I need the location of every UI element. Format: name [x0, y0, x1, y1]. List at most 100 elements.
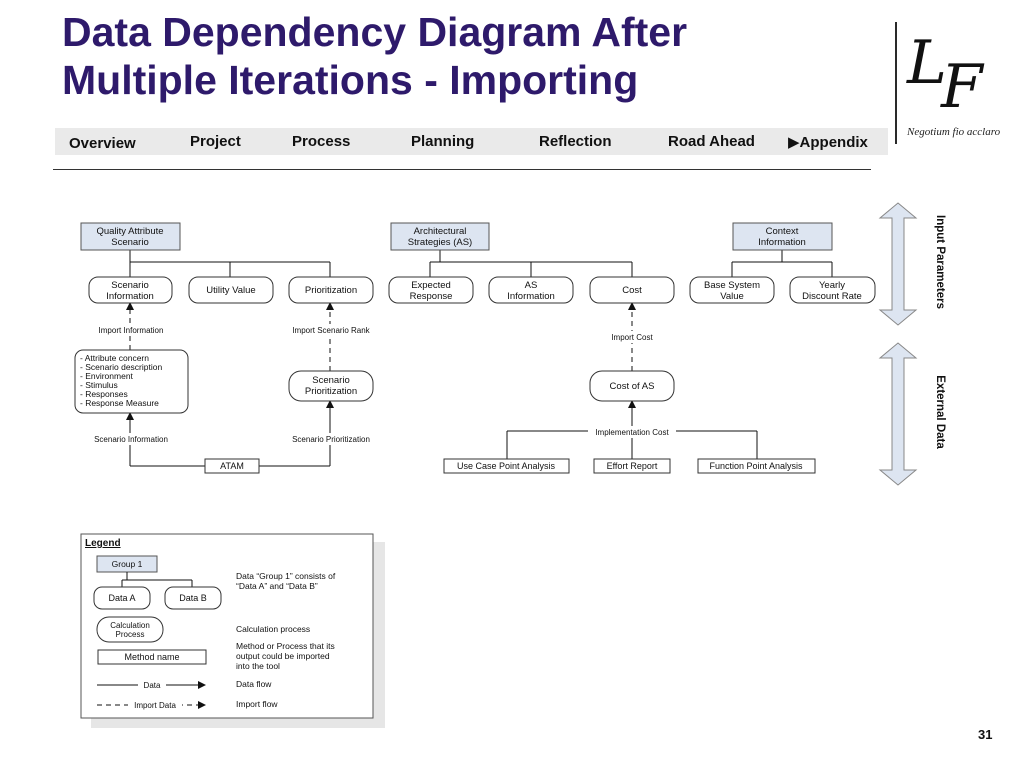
method-box	[697, 458, 816, 474]
side-label-external-data: External Data	[934, 375, 946, 449]
legend: Legend Group 1 Data A Data B Data “Group…	[80, 533, 385, 728]
group-label-line: Context	[766, 226, 799, 237]
method-function-point-analysis: Function Point Analysis	[697, 458, 816, 474]
process-label-line: Scenario	[312, 375, 350, 386]
nav-item-process[interactable]: Process	[292, 133, 351, 150]
input-parameters-double-arrow	[878, 202, 918, 326]
data-base-system-value: Base System Value	[689, 276, 775, 304]
label-background	[283, 324, 379, 336]
legend-method-box	[97, 649, 207, 665]
data-label-line: AS	[525, 280, 538, 291]
nav-item-overview[interactable]: Overview	[69, 135, 136, 152]
method-box	[204, 458, 260, 474]
label-background	[138, 679, 166, 690]
legend-data-b-box	[164, 586, 222, 610]
attribute-list-box: - Attribute concern - Scenario descripti…	[74, 349, 189, 414]
legend-calc-process-label-line: Calculation	[110, 621, 150, 630]
process-box	[589, 370, 675, 402]
attribute-list-item: - Scenario description	[80, 362, 162, 372]
data-label-line: Discount Rate	[802, 291, 862, 302]
data-label-line: Prioritization	[305, 285, 357, 296]
slide-title-line-1: Data Dependency Diagram After	[62, 9, 688, 55]
legend-group-description-line: “Data A” and “Data B”	[236, 581, 318, 591]
group-label-line: Scenario	[111, 237, 149, 248]
method-label: ATAM	[220, 461, 244, 471]
nav-item-reflection[interactable]: Reflection	[539, 133, 612, 150]
legend-data-flow-label: Data	[144, 681, 161, 690]
legend-title: Legend	[85, 538, 121, 549]
data-prioritization: Prioritization	[288, 276, 374, 304]
logo-letter-f: F	[941, 52, 983, 122]
group-box	[732, 222, 833, 251]
nav-divider	[53, 169, 871, 170]
data-label-line: Base System	[704, 280, 760, 291]
legend-calc-description: Calculation process	[236, 624, 310, 634]
legend-method-description-line: Method or Process that its	[236, 641, 335, 651]
data-yearly-discount-rate: Yearly Discount Rate	[789, 276, 876, 304]
data-box	[488, 276, 574, 304]
data-as-information: AS Information	[488, 276, 574, 304]
data-box	[589, 276, 675, 304]
calculation-processes: Scenario Prioritization Cost of AS	[288, 370, 675, 402]
data-label-line: Information	[507, 291, 555, 302]
import-flows	[126, 302, 636, 371]
legend-data-b-label: Data B	[179, 593, 207, 603]
data-groups: Quality Attribute Scenario Architectural…	[80, 222, 833, 251]
group-quality-attribute-scenario: Quality Attribute Scenario	[80, 222, 181, 251]
data-label-line: Yearly	[819, 280, 845, 291]
method-label: Use Case Point Analysis	[457, 461, 556, 471]
side-label-input-parameters: Input Parameters	[934, 215, 946, 309]
nav-item-appendix[interactable]: ▶Appendix	[788, 134, 868, 151]
logo-letter-l: L	[907, 28, 947, 98]
method-use-case-point-analysis: Use Case Point Analysis	[443, 458, 570, 474]
slide-title-line-2: Multiple Iterations - Importing	[62, 57, 639, 103]
page-number: 31	[978, 727, 993, 742]
legend-group-description-line: Data “Group 1” consists of	[236, 571, 336, 581]
nav-item-project[interactable]: Project	[190, 133, 241, 150]
method-atam: ATAM	[204, 458, 260, 474]
attribute-list-item: - Stimulus	[80, 380, 118, 390]
label-background	[88, 324, 174, 336]
flow-labels: Import Information Import Scenario Rank …	[84, 324, 676, 445]
connector-lines	[129, 250, 833, 277]
data-label-line: Value	[720, 291, 744, 302]
data-scenario-information: Scenario Information	[88, 276, 173, 304]
method-label: Effort Report	[607, 461, 658, 471]
data-label-line: Cost	[622, 285, 642, 296]
attribute-list-item: - Responses	[80, 389, 128, 399]
legend-import-flow-label: Import Data	[134, 701, 176, 710]
process-cost-of-as: Cost of AS	[589, 370, 675, 402]
process-box	[288, 370, 374, 402]
legend-calc-process-label-line: Process	[116, 630, 145, 639]
process-label-line: Prioritization	[305, 386, 357, 397]
slide-title: Data Dependency Diagram After Multiple I…	[62, 8, 862, 104]
flow-label-scenario-prioritization: Scenario Prioritization	[292, 435, 370, 444]
data-utility-value: Utility Value	[188, 276, 274, 304]
data-box	[689, 276, 775, 304]
flow-label-implementation-cost: Implementation Cost	[595, 428, 669, 437]
group-label-line: Quality Attribute	[96, 226, 163, 237]
legend-group-label: Group 1	[112, 559, 143, 569]
flow-label-import-information: Import Information	[99, 326, 164, 335]
data-label-line: Information	[106, 291, 154, 302]
group-box	[80, 222, 181, 251]
process-scenario-prioritization: Scenario Prioritization	[288, 370, 374, 402]
legend-method-description-line: into the tool	[236, 661, 280, 671]
data-box	[789, 276, 876, 304]
legend-calc-process-box	[96, 616, 164, 643]
logo-divider	[895, 22, 897, 144]
flow-label-scenario-information: Scenario Information	[94, 435, 168, 444]
section-nav-bar: Overview Project Process Planning Reflec…	[55, 128, 888, 155]
group-architectural-strategies: Architectural Strategies (AS)	[390, 222, 490, 251]
data-box	[388, 276, 474, 304]
nav-item-planning[interactable]: Planning	[411, 133, 475, 150]
group-context-information: Context Information	[732, 222, 833, 251]
group-label-line: Information	[758, 237, 806, 248]
company-logo: L F Negotium fio acclaro	[895, 22, 1020, 147]
attribute-list-item: - Response Measure	[80, 398, 159, 408]
data-box	[188, 276, 274, 304]
method-label: Function Point Analysis	[709, 461, 803, 471]
legend-data-a-label: Data A	[108, 593, 135, 603]
attribute-list-frame	[74, 349, 189, 414]
nav-item-road-ahead[interactable]: Road Ahead	[668, 133, 755, 150]
